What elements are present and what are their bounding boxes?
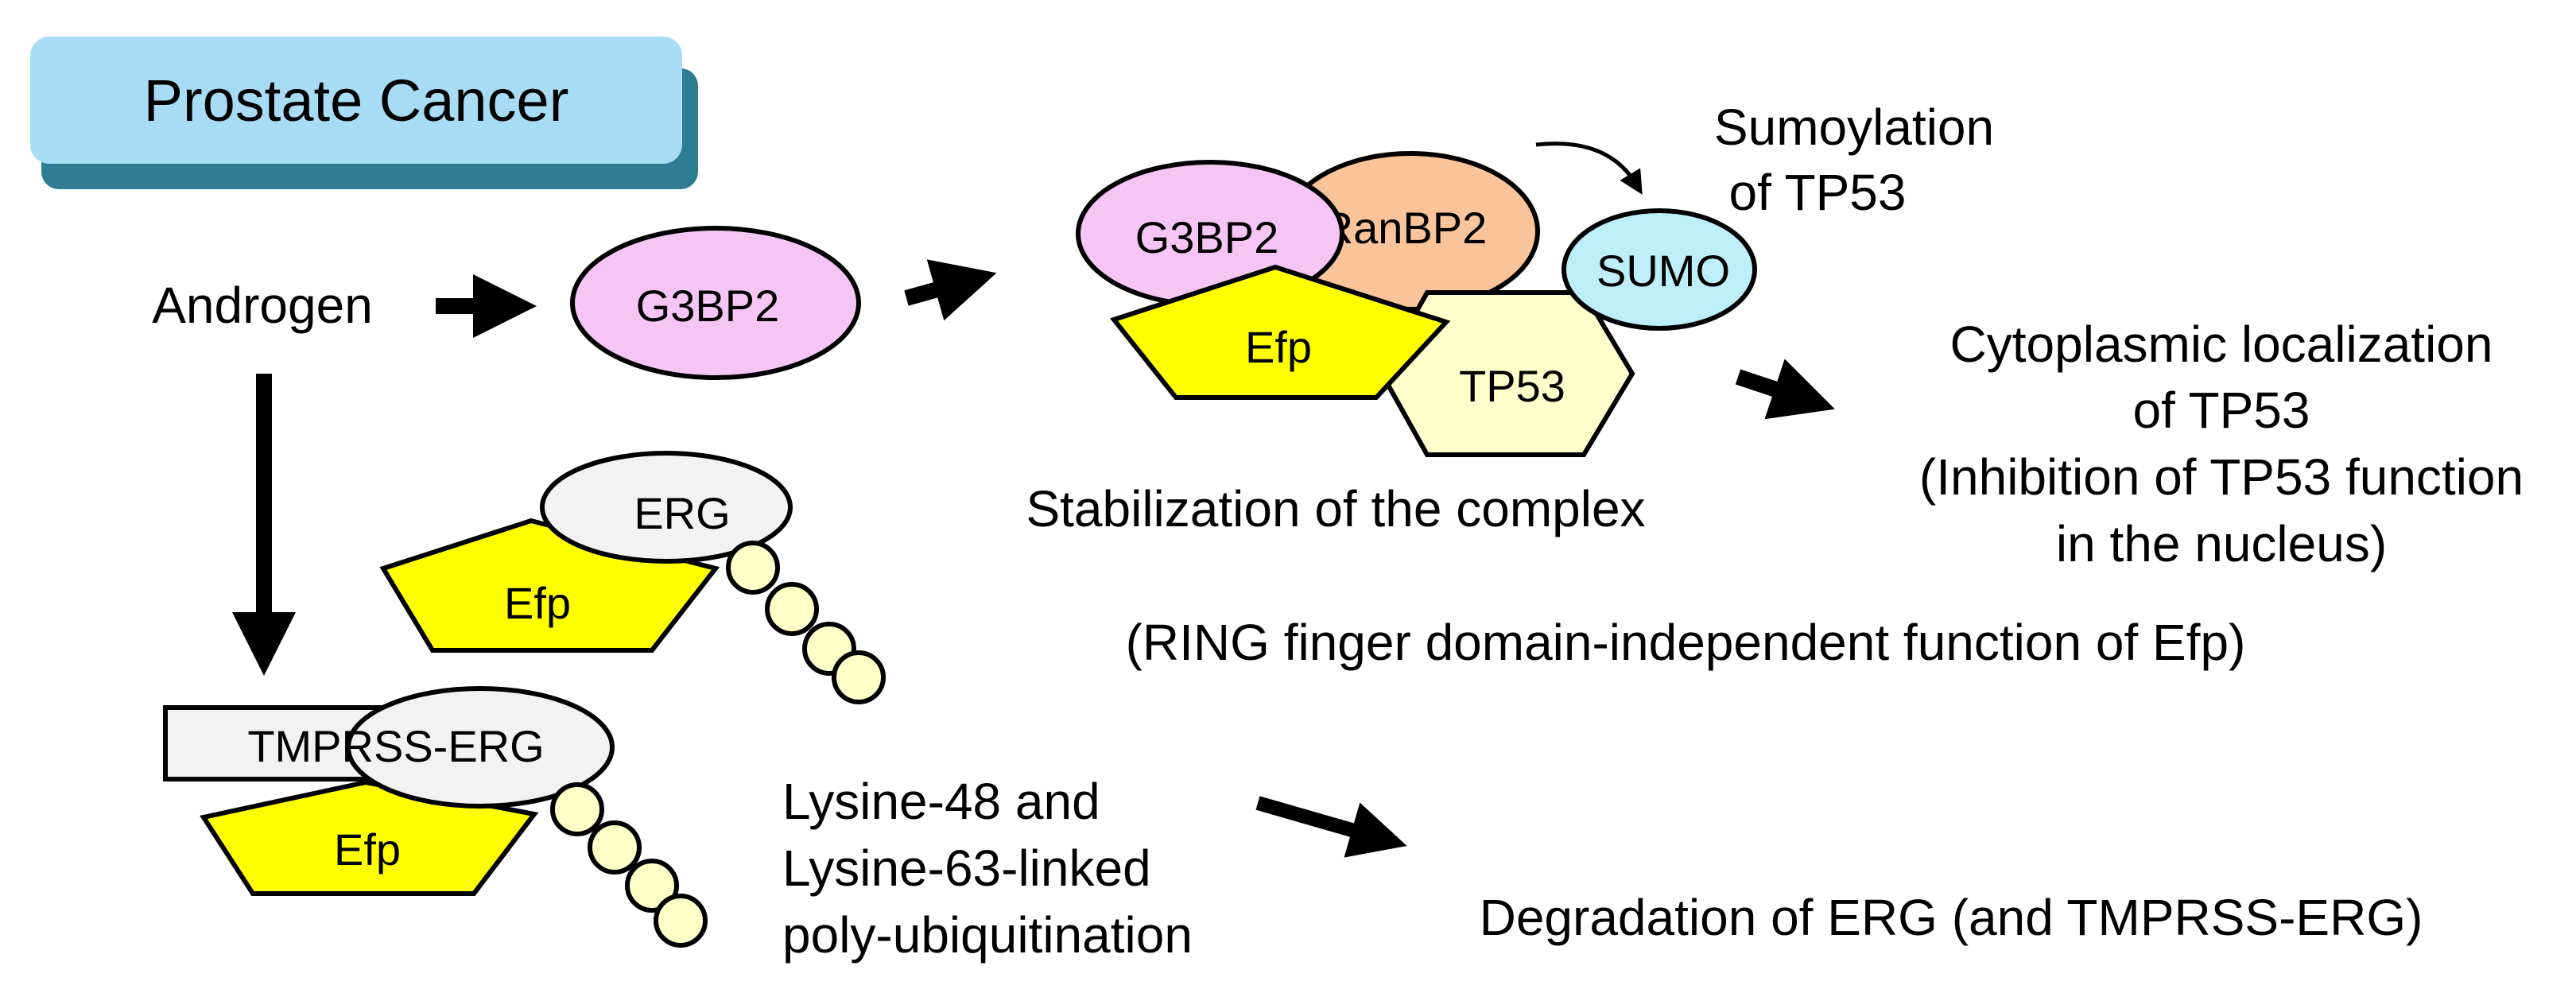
ubiquitination-caption: Lysine-48 and Lysine-63-linked poly-ubiq… xyxy=(782,773,1193,964)
complex-sumo-ellipse xyxy=(1562,208,1757,331)
ubiquitin-bottom-3 xyxy=(625,859,679,913)
erg-efp-top-group: Efp ERG xyxy=(379,451,886,704)
degradation-caption: Degradation of ERG (and TMPRSS-ERG) xyxy=(1480,889,2423,946)
ubiquitin-bottom-1 xyxy=(550,782,604,836)
ubiquitin-top-4 xyxy=(832,650,886,704)
cytoplasmic-outcome: Cytoplasmic localization of TP53 (Inhibi… xyxy=(1919,316,2524,572)
sumoylation-line1: Sumoylation xyxy=(1714,99,1994,156)
tmprss-erg-ellipse xyxy=(346,686,615,809)
arrow-to-degradation xyxy=(1255,796,1407,858)
tmprss-erg-label: TMPRSS-ERG xyxy=(247,721,544,771)
androgen-label: Androgen xyxy=(152,277,373,334)
g3bp2-free-ellipse xyxy=(570,226,861,380)
ring-finger-caption: (RING finger domain-independent function… xyxy=(1126,614,2246,671)
lysine-line1: Lysine-48 and xyxy=(782,773,1100,830)
g3bp2-free-label: G3BP2 xyxy=(636,281,780,331)
complex-efp-pentagon xyxy=(1109,264,1451,400)
ubiquitin-top-1 xyxy=(726,541,780,595)
ubiquitin-top-2 xyxy=(765,582,819,636)
complex-tp53-label: TP53 xyxy=(1459,361,1565,411)
title-box: Prostate Cancer xyxy=(30,37,698,189)
erg-top-ellipse xyxy=(540,451,793,564)
sumoylation-line2: of TP53 xyxy=(1729,164,1907,221)
protein-complex: RanBP2 G3BP2 TP53 SUMO Efp xyxy=(1076,151,1757,457)
arrow-complex-to-cytoplasm xyxy=(1735,359,1835,420)
tmprss-erg-efp-group: Efp TMPRSS-ERG xyxy=(163,686,708,948)
complex-efp-label: Efp xyxy=(1245,322,1312,372)
title-box-face xyxy=(30,37,682,164)
lysine-line2: Lysine-63-linked xyxy=(782,840,1151,897)
erg-top-label: ERG xyxy=(634,488,730,538)
g3bp2-free-node: G3BP2 xyxy=(570,226,861,380)
complex-sumo-label: SUMO xyxy=(1596,246,1730,296)
stabilization-caption: Stabilization of the complex xyxy=(1026,480,1645,537)
title-label: Prostate Cancer xyxy=(144,68,569,134)
efp-top-label: Efp xyxy=(504,578,571,628)
cyto-line4: in the nucleus) xyxy=(2056,515,2387,572)
efp-bottom-label: Efp xyxy=(334,824,401,875)
arrow-g3bp2-to-complex xyxy=(904,259,997,321)
cyto-line3: (Inhibition of TP53 function xyxy=(1919,448,2524,506)
complex-ranbp2-label: RanBP2 xyxy=(1321,203,1488,253)
cyto-line2: of TP53 xyxy=(2133,382,2310,439)
ubiquitin-bottom-4 xyxy=(654,894,708,948)
arrow-sumoylation-curve xyxy=(1535,142,1643,195)
ubiquitin-bottom-2 xyxy=(588,820,642,875)
cyto-line1: Cytoplasmic localization xyxy=(1950,316,2493,373)
efp-bottom-pentagon xyxy=(200,779,539,896)
complex-g3bp2-label: G3BP2 xyxy=(1135,212,1279,262)
lysine-line3: poly-ubiquitination xyxy=(782,906,1193,964)
